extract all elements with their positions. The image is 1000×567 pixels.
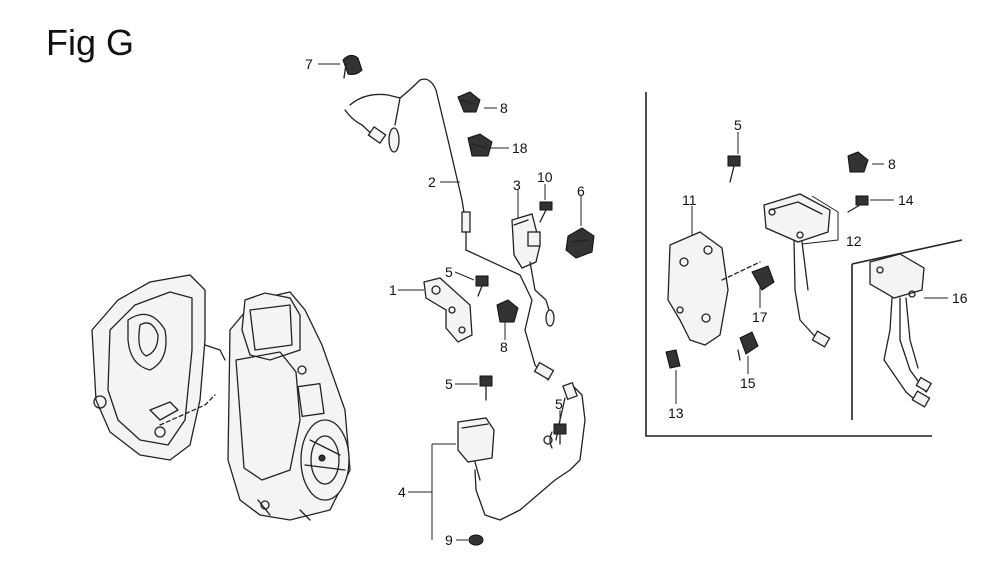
bolt-10 xyxy=(539,201,553,223)
callout-numbers: 7 8 18 2 3 10 6 1 5 8 5 5 4 9 5 8 11 14 … xyxy=(305,56,968,548)
clip-8-near-bracket xyxy=(496,299,519,323)
callout-4: 4 xyxy=(398,484,406,500)
clip-18 xyxy=(467,133,493,157)
callout-12: 12 xyxy=(846,233,862,249)
clip-8-detail xyxy=(847,151,869,173)
part-15-terminal xyxy=(737,331,759,361)
callout-9: 9 xyxy=(445,532,453,548)
part-6-connector xyxy=(565,227,595,259)
callout-10: 10 xyxy=(537,169,553,185)
callout-1: 1 xyxy=(389,282,397,298)
engine-side-cover-drawing xyxy=(91,274,226,461)
bolt-5-right-ignition xyxy=(543,423,567,445)
part-4-ignition-module xyxy=(457,417,495,481)
callout-6: 6 xyxy=(577,183,585,199)
callout-5-detail: 5 xyxy=(734,117,742,133)
part-12-coil xyxy=(763,193,831,348)
bolt-14 xyxy=(847,195,869,213)
callout-15: 15 xyxy=(740,375,756,391)
bolt-5-above-ignition xyxy=(479,375,493,401)
callout-8-detail: 8 xyxy=(888,156,896,172)
callout-14: 14 xyxy=(898,192,914,208)
callout-leaders xyxy=(318,63,948,541)
part-17-grommet xyxy=(751,265,775,291)
bolt-5-detail xyxy=(727,155,741,183)
wire-harness-2 xyxy=(342,54,555,381)
callout-17: 17 xyxy=(752,309,768,325)
callout-3: 3 xyxy=(513,177,521,193)
nut-9 xyxy=(468,534,484,546)
callout-5-bracket: 5 xyxy=(445,264,453,280)
callout-16: 16 xyxy=(952,290,968,306)
detail-frame xyxy=(645,92,963,437)
part-13-connector xyxy=(665,349,681,369)
callout-2: 2 xyxy=(428,174,436,190)
part-16-alt-coil xyxy=(869,253,933,408)
callout-13: 13 xyxy=(668,405,684,421)
callout-7: 7 xyxy=(305,56,313,72)
clip-8-center xyxy=(457,91,481,113)
part-3-coil-unit xyxy=(511,213,555,327)
engine-housing-drawing xyxy=(227,291,351,521)
callout-5-right: 5 xyxy=(555,396,563,412)
callout-5-ignition: 5 xyxy=(445,376,453,392)
part-1-bracket xyxy=(423,277,473,343)
callout-8-top: 8 xyxy=(500,100,508,116)
figure-title: Fig G xyxy=(46,22,134,63)
callout-11: 11 xyxy=(682,192,697,208)
bolt-5-near-bracket xyxy=(475,275,489,297)
part-11-bracket xyxy=(667,231,761,346)
callout-8-bracket: 8 xyxy=(500,339,508,355)
callout-18: 18 xyxy=(512,140,528,156)
